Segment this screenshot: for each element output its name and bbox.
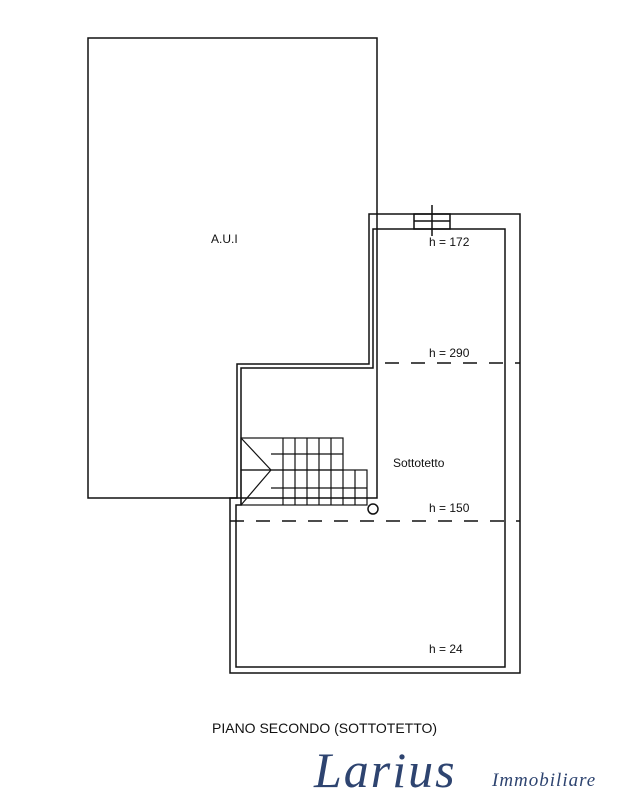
height-label-150: h = 150	[429, 501, 470, 515]
sottotetto-outer-wall	[229, 213, 521, 674]
staircase	[240, 437, 368, 506]
aui-outline	[87, 37, 378, 499]
height-label-290: h = 290	[429, 346, 470, 360]
window	[413, 205, 451, 236]
room-label-sottotetto: Sottotetto	[393, 456, 445, 470]
height-label-24: h = 24	[429, 642, 463, 656]
logo-tagline: Immobiliare	[492, 770, 597, 791]
logo-brand: Larius	[314, 742, 457, 798]
plan-title: PIANO SECONDO (SOTTOTETTO)	[212, 720, 438, 736]
height-label-172: h = 172	[429, 235, 470, 249]
column	[367, 503, 379, 515]
room-label-aui: A.U.I	[211, 232, 238, 246]
sottotetto-inner-wall	[235, 228, 506, 668]
